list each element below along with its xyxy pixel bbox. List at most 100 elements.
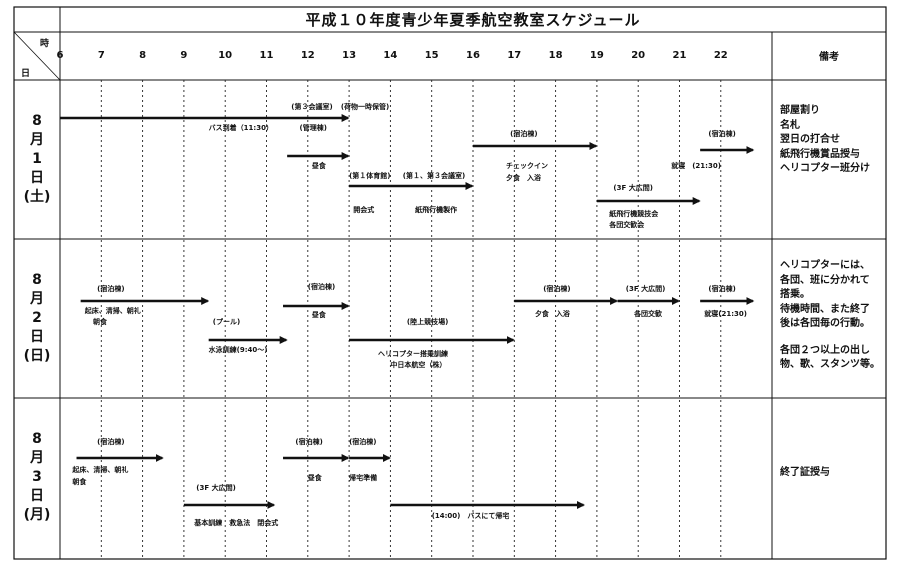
day-date-kanji: 日: [30, 329, 44, 345]
day-axis-label: 日: [21, 69, 31, 79]
day-notes-3: 終了証授与: [780, 466, 884, 481]
activity-label: ヘリコプター搭乗訓練: [378, 350, 448, 358]
activity-label: 夕食 入浴: [534, 310, 570, 318]
activity-label: 各団交歓: [634, 310, 663, 318]
activity-label: 紙飛行機競技会: [609, 210, 659, 218]
note-line: [780, 332, 884, 344]
note-line: ヘリコプターには、: [780, 260, 870, 271]
day-weekday: (土): [23, 189, 51, 205]
activity-label: (第３会議室): [291, 103, 333, 111]
page-title: 平成１０年度青少年夏季航空教室スケジュール: [305, 10, 641, 29]
hour-label-14: 14: [383, 50, 398, 61]
activity-label: 昼食: [307, 474, 322, 482]
activity-label: (プール): [212, 318, 241, 326]
activity-label: (3F 大広間): [625, 285, 666, 293]
note-line: 各団２つ以上の出し: [780, 344, 870, 356]
hour-label-13: 13: [342, 50, 357, 61]
notes-header: 備考: [819, 52, 839, 63]
activity-label: (管理棟): [299, 124, 327, 132]
day-date-kanji: 日: [30, 170, 44, 186]
hour-label-18: 18: [548, 50, 563, 61]
day-month-kanji: 月: [30, 132, 44, 148]
day-date: 2: [32, 310, 42, 326]
hour-label-21: 21: [672, 50, 687, 61]
note-line: 物、歌、スタンツ等。: [780, 359, 880, 370]
activity-label: (3F 大広間): [196, 484, 236, 492]
hour-label-9: 9: [180, 50, 188, 61]
day-month: 8: [32, 431, 42, 447]
activity-label: 中日本航空（株）: [390, 361, 447, 369]
activity-label: (宿泊棟): [349, 438, 377, 446]
activity-label: 夕食 入浴: [506, 174, 542, 182]
note-line: 名札: [780, 119, 800, 131]
day-month-kanji: 月: [30, 450, 44, 466]
activity-label: (14:00) バスにて帰宅: [431, 512, 510, 520]
note-line: ヘリコプター班分け: [780, 163, 870, 174]
activity-label: バス到着（11:30）: [208, 124, 273, 132]
activity-label: (第１体育館): [349, 172, 391, 180]
activity-label: 昼食: [311, 311, 326, 319]
activity-label: 開会式: [353, 206, 375, 214]
activity-label: 各団交歓会: [609, 221, 645, 229]
hour-label-11: 11: [259, 50, 274, 61]
time-axis-label: 時: [40, 39, 50, 49]
activity-label: (3F 大広間): [613, 184, 653, 192]
hour-label-20: 20: [631, 50, 646, 61]
note-line: 各団、班に分かれて: [780, 274, 870, 286]
activity-label: (宿泊棟): [97, 285, 125, 293]
activity-label: (宿泊棟): [543, 285, 571, 293]
day-notes-1: 部屋割り名札翌日の打合せ紙飛行機賞品授与ヘリコプター班分け: [780, 104, 884, 177]
hour-label-8: 8: [139, 50, 147, 61]
hour-label-6: 6: [56, 50, 64, 61]
activity-label: 就寝 (21:30): [671, 162, 721, 170]
note-line: 紙飛行機賞品授与: [780, 148, 860, 160]
activity-label: (宿泊棟): [708, 130, 736, 138]
note-line: 後は各団毎の行動。: [780, 318, 870, 329]
table-border: [13, 6, 887, 560]
activity-label: (宿泊棟): [307, 283, 336, 291]
hour-label-22: 22: [713, 50, 728, 61]
day-month: 8: [32, 113, 42, 129]
day-weekday: (月): [23, 507, 51, 523]
hour-label-10: 10: [218, 50, 233, 61]
activity-label: 起床、清掃、朝礼: [72, 466, 129, 474]
activity-label: (宿泊棟): [97, 438, 125, 446]
hour-label-19: 19: [589, 50, 604, 61]
activity-label: 基本訓練 救急法 閉会式: [194, 519, 279, 527]
activity-label: (宿泊棟): [295, 438, 323, 446]
activity-arrows: [60, 114, 755, 509]
day-date-kanji: 日: [30, 488, 44, 504]
hour-label-16: 16: [466, 50, 480, 61]
note-line: 翌日の打合せ: [780, 134, 840, 145]
activity-label: (荷物一時保管): [340, 103, 390, 111]
note-line: 搭乗。: [780, 289, 810, 300]
hour-label-15: 15: [424, 50, 439, 61]
activity-label: 水泳訓練(9:40～): [208, 346, 268, 354]
activity-label: 朝食: [93, 318, 108, 326]
day-date: 1: [32, 151, 42, 167]
activity-label: 昼食: [311, 162, 326, 170]
activity-label: 朝食: [72, 478, 87, 486]
activity-label: 帰宅準備: [349, 474, 378, 482]
activity-label: (宿泊棟): [708, 285, 736, 293]
activity-label: チェックイン: [506, 162, 549, 170]
note-line: 部屋割り: [780, 105, 820, 116]
activity-label: 紙飛行機製作: [415, 206, 458, 214]
activity-label: 就寝(21:30): [704, 310, 747, 318]
activity-label: (宿泊棟): [510, 130, 538, 138]
note-line: 終了証授与: [780, 467, 830, 478]
hour-label-12: 12: [300, 50, 315, 61]
hour-label-7: 7: [97, 50, 105, 61]
corner-diagonal: [13, 31, 61, 81]
day-weekday: (日): [23, 348, 51, 364]
day-label-1: 8 月 1 日 (土): [14, 80, 60, 239]
hour-label-17: 17: [507, 50, 522, 61]
activity-label: (陸上競技場): [406, 318, 449, 326]
day-notes-2: ヘリコプターには、各団、班に分かれて搭乗。待機時間、また終了後は各団毎の行動。各…: [780, 259, 884, 373]
activity-label: 起床、清掃、朝礼: [84, 307, 141, 315]
day-month: 8: [32, 272, 42, 288]
